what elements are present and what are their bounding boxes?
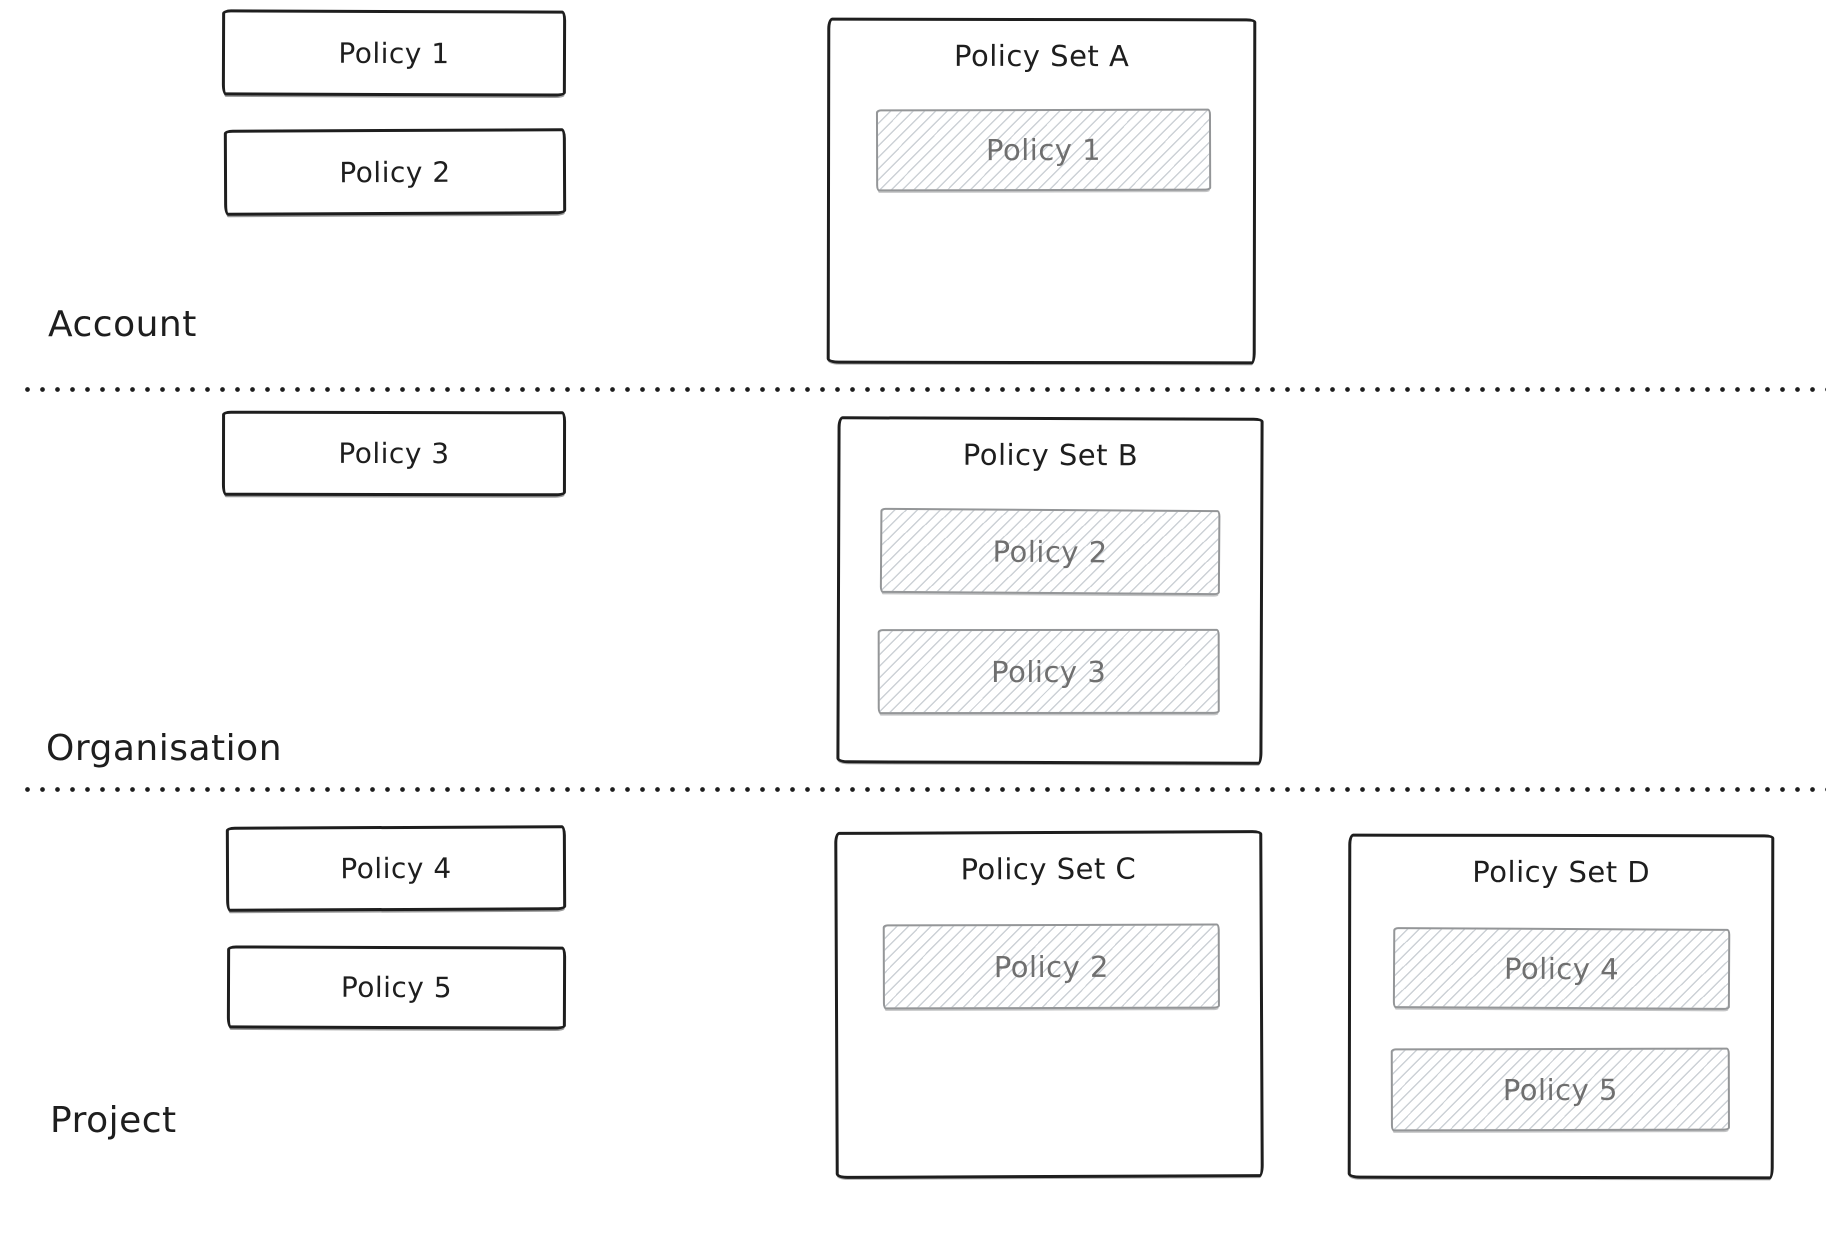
policy-set-d: Policy Set D Policy 4 Policy 5	[1347, 833, 1775, 1180]
member-label: Policy 4	[1503, 951, 1620, 986]
policy-set-d-title: Policy Set D	[1472, 854, 1651, 890]
separator-organisation-project	[20, 786, 1826, 793]
policy-set-b-title: Policy Set B	[962, 437, 1139, 473]
member-policy-2-in-set-c: Policy 2	[882, 923, 1220, 1010]
tier-label-account: Account	[48, 304, 197, 345]
member-policy-1-in-set-a: Policy 1	[875, 108, 1212, 192]
policy-box-label: Policy 4	[340, 851, 452, 886]
policy-box-policy-1: Policy 1	[221, 9, 567, 97]
member-label: Policy 1	[985, 132, 1102, 168]
policy-box-policy-5: Policy 5	[226, 945, 567, 1030]
policy-set-a-title: Policy Set A	[954, 38, 1130, 74]
policy-box-label: Policy 1	[338, 36, 450, 70]
member-label: Policy 2	[993, 949, 1109, 984]
policy-set-b: Policy Set B Policy 2 Policy 3	[836, 416, 1264, 765]
member-policy-5-in-set-d: Policy 5	[1390, 1047, 1730, 1132]
policy-box-policy-4: Policy 4	[225, 825, 567, 912]
policy-set-c: Policy Set C Policy 2	[834, 830, 1264, 1179]
member-policy-3-in-set-b: Policy 3	[877, 628, 1220, 715]
member-policy-2-in-set-b: Policy 2	[879, 507, 1221, 596]
policy-box-policy-2: Policy 2	[223, 128, 567, 216]
member-policy-4-in-set-d: Policy 4	[1392, 927, 1731, 1010]
tier-label-organisation: Organisation	[46, 728, 283, 769]
member-label: Policy 2	[992, 534, 1108, 569]
member-label: Policy 3	[991, 654, 1107, 689]
policy-set-a: Policy Set A Policy 1	[826, 17, 1257, 365]
policy-box-label: Policy 3	[338, 436, 450, 471]
policy-set-c-title: Policy Set C	[960, 851, 1137, 887]
policy-box-label: Policy 5	[340, 970, 453, 1005]
policy-box-policy-3: Policy 3	[221, 410, 567, 497]
member-label: Policy 5	[1502, 1072, 1618, 1107]
tier-label-project: Project	[50, 1100, 177, 1141]
policy-box-label: Policy 2	[339, 155, 451, 189]
separator-account-organisation	[20, 386, 1826, 393]
